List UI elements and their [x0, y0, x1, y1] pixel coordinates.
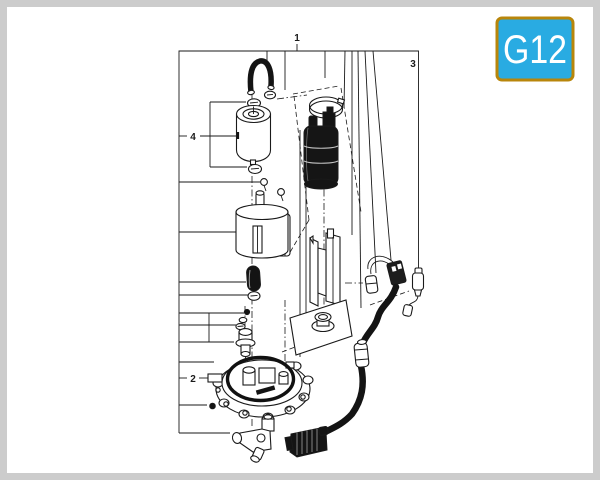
outlet-elbow	[231, 414, 275, 463]
callout-3[interactable]: 3	[410, 59, 416, 70]
pump-holder-cup	[235, 190, 291, 259]
diagram-frame	[178, 44, 419, 433]
pump-plug	[284, 426, 329, 458]
washer-set	[235, 308, 251, 331]
fuel-filter	[235, 104, 272, 166]
callout-2[interactable]: 2	[190, 374, 196, 385]
o-ring-seal	[225, 355, 296, 403]
leader-strip	[207, 373, 223, 383]
mounting-screws	[260, 178, 285, 202]
fuel-pump	[303, 106, 339, 190]
group-badge[interactable]: G12	[495, 16, 575, 82]
filter-seal-ring	[247, 163, 263, 175]
fuel-hose	[247, 58, 275, 96]
pressure-regulator	[235, 328, 256, 360]
sub-connector	[402, 267, 425, 317]
harness-boot	[353, 339, 370, 368]
callout-4[interactable]: 4	[190, 132, 196, 143]
callout-1[interactable]: 1	[294, 33, 300, 44]
support-bracket	[309, 228, 341, 307]
leader-lines	[179, 50, 392, 434]
badge-background[interactable]	[495, 16, 575, 82]
plate-grommet	[311, 312, 335, 333]
rubber-damper	[246, 265, 261, 292]
callout-labels: 1 2 3 4	[190, 33, 416, 385]
wiring-harness	[321, 255, 407, 436]
flange-plate	[212, 359, 314, 422]
flange-screw	[209, 402, 216, 410]
badge-label: G12	[503, 28, 567, 72]
damper-ring	[247, 291, 261, 301]
